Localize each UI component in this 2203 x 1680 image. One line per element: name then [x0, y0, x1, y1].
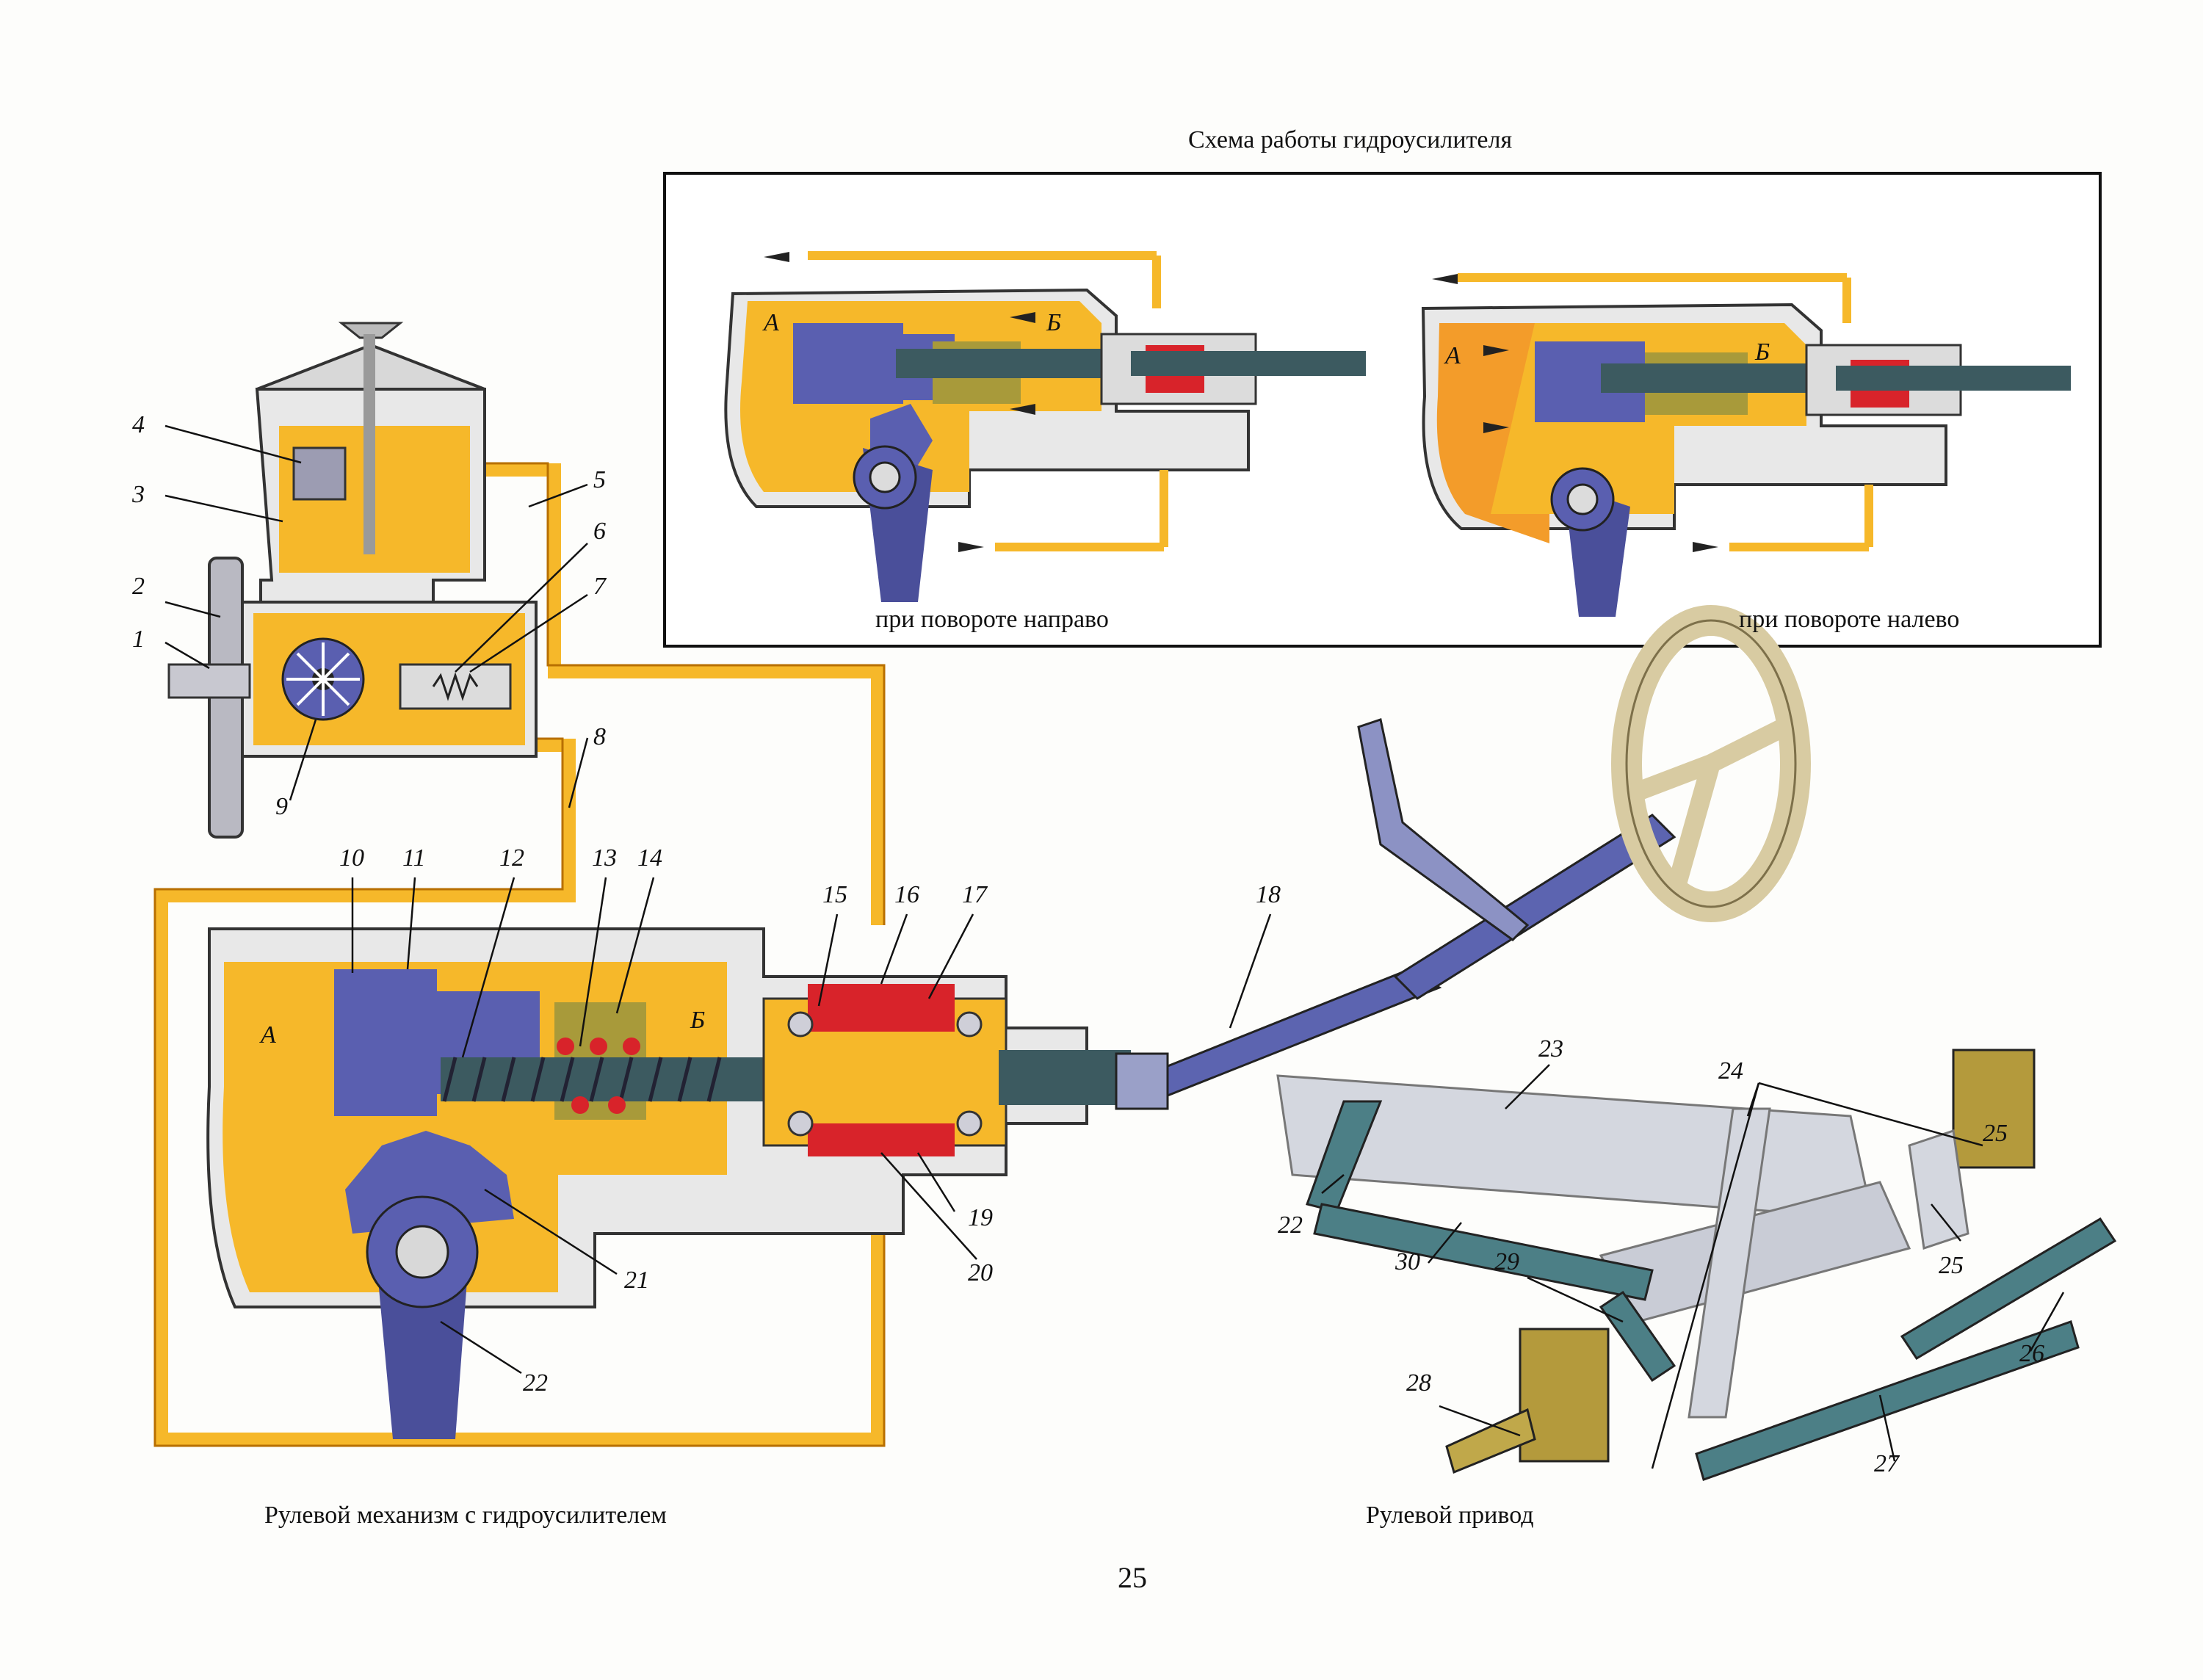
callout-26: 26 — [2019, 1340, 2044, 1367]
chamber-b-label: Б — [690, 1007, 705, 1034]
callout-24: 24 — [1718, 1057, 1743, 1085]
column-bracket — [1357, 718, 1530, 941]
spring-icon — [432, 672, 479, 701]
callout-13: 13 — [592, 844, 617, 872]
leader-lines — [164, 424, 2065, 1469]
callout-17: 17 — [962, 881, 987, 908]
left-turn-caption: при повороте налево — [1739, 606, 1960, 633]
callout-6: 6 — [593, 518, 606, 545]
page-number: 25 — [1118, 1561, 1147, 1594]
oil-lines-outline — [153, 462, 886, 1447]
flow-arrow-icon — [958, 542, 984, 552]
steering-drive — [1276, 1049, 2117, 1481]
callout-1: 1 — [132, 626, 145, 653]
input-shaft — [1131, 351, 1366, 376]
inset-title: Схема работы гидроусилителя — [1188, 126, 1513, 153]
callout-5: 5 — [593, 466, 606, 493]
callout-27: 27 — [1874, 1450, 1899, 1477]
return-line — [470, 463, 884, 925]
sector-21 — [345, 1131, 514, 1234]
callout-25-lower: 25 — [1939, 1252, 1964, 1279]
drive-caption: Рулевой привод — [1366, 1502, 1534, 1529]
frame-member-23 — [1276, 1074, 1874, 1220]
screw — [896, 349, 1138, 378]
reaction-plunger-19 — [808, 1123, 955, 1156]
callout-25-upper: 25 — [1983, 1120, 2008, 1147]
chamber-b-label: Б — [1754, 338, 1770, 366]
inset-scheme: А Б А Б — [663, 172, 2102, 648]
column-tube — [1393, 814, 1676, 1000]
flow-arrow-icon — [764, 252, 789, 262]
steering-column — [1115, 605, 1811, 1110]
callout-22-drive: 22 — [1278, 1212, 1303, 1239]
unit-left-turn: А Б — [1421, 273, 2071, 617]
balls-13 — [557, 1038, 640, 1114]
callout-3: 3 — [132, 481, 145, 508]
callout-18: 18 — [1256, 881, 1281, 908]
unit-right-turn: А Б — [724, 251, 1366, 602]
steering-knuckle-right — [1952, 1049, 2036, 1169]
steering-knuckle-28 — [1519, 1328, 1610, 1463]
flow-arrow-icon — [1432, 274, 1458, 284]
callout-9: 9 — [275, 793, 288, 820]
piston — [793, 323, 903, 404]
callout-4: 4 — [132, 411, 145, 438]
pump-shaft — [167, 663, 251, 699]
callout-15: 15 — [822, 881, 847, 908]
chamber-a-label: А — [762, 309, 779, 336]
callout-28: 28 — [1406, 1369, 1431, 1397]
callout-10: 10 — [339, 844, 364, 872]
callout-2: 2 — [132, 573, 145, 600]
pump-and-reservoir — [167, 322, 538, 839]
callout-14: 14 — [637, 844, 662, 872]
callout-16: 16 — [894, 881, 919, 908]
callout-23: 23 — [1538, 1035, 1563, 1062]
callout-29: 29 — [1494, 1248, 1519, 1275]
input-shaft — [999, 1050, 1131, 1105]
callout-11: 11 — [402, 844, 426, 872]
piston-10 — [334, 969, 437, 1116]
callout-12: 12 — [499, 844, 524, 872]
drag-link-30 — [1313, 1203, 1654, 1301]
bracket-25 — [1908, 1129, 1969, 1250]
callout-8: 8 — [593, 723, 606, 750]
spindle — [1445, 1408, 1536, 1474]
mechanism-caption: Рулевой механизм с гидроусилителем — [264, 1502, 667, 1529]
tie-rod-26 — [1900, 1217, 2117, 1361]
spool-16 — [808, 984, 955, 1032]
callout-22-gear: 22 — [523, 1369, 548, 1397]
rod-29 — [1599, 1290, 1676, 1383]
callout-7: 7 — [593, 573, 606, 600]
chamber-b-label: Б — [1046, 309, 1061, 336]
wing-nut-icon — [338, 322, 404, 339]
steering-gear: А Б — [206, 927, 1131, 1439]
chamber-a-label: А — [259, 1021, 276, 1049]
callout-19: 19 — [968, 1204, 993, 1231]
chamber-a-label: А — [1444, 342, 1461, 369]
callout-30: 30 — [1395, 1248, 1420, 1275]
tie-rod-27 — [1695, 1320, 2080, 1481]
callout-21: 21 — [624, 1267, 649, 1294]
callout-20: 20 — [968, 1259, 993, 1286]
bellcrank-24 — [1687, 1107, 1771, 1419]
right-turn-caption: при повороте направо — [875, 606, 1109, 633]
filter — [292, 446, 347, 501]
